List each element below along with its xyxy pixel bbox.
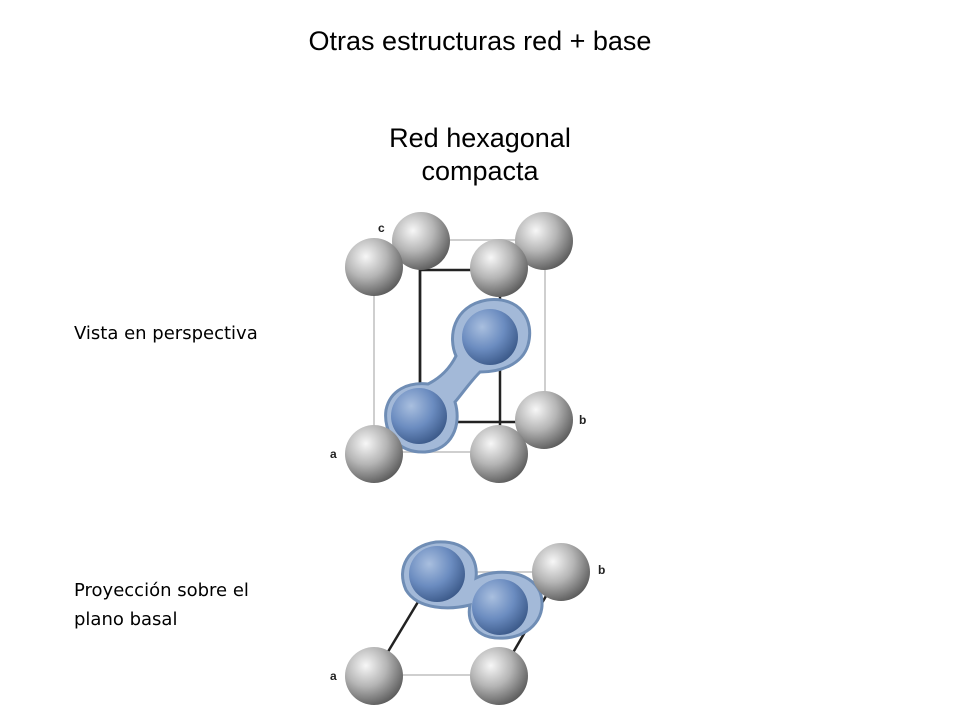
projection-label-line-2: plano basal — [74, 608, 178, 630]
basis-atom-lower — [391, 388, 447, 444]
axis-label-a: a — [330, 447, 337, 461]
projection-atom-right — [532, 543, 590, 601]
atom-top-front-right — [470, 239, 528, 297]
slide-title: Otras estructuras red + base — [308, 26, 652, 56]
axis-label-b: b — [579, 413, 586, 427]
projection-basis-atom-a — [409, 546, 465, 602]
atom-top-front-left — [345, 238, 403, 296]
atom-bottom-front-right — [470, 425, 528, 483]
basis-atom-upper — [462, 309, 518, 365]
atom-bottom-back-right — [515, 391, 573, 449]
projection-axis-label-b: b — [598, 563, 605, 577]
projection-atom-bottom-right — [470, 647, 528, 705]
structure-subtitle: Red hexagonal compacta — [330, 122, 630, 188]
projection-axis-label-a: a — [330, 669, 337, 683]
atom-top-back-left — [392, 212, 450, 270]
projection-basis-atom-b — [472, 579, 528, 635]
projection-label-line-1: Proyección sobre el — [74, 580, 249, 601]
perspective-figure: c b a — [330, 212, 586, 483]
projection-atom-bottom-left — [345, 647, 403, 705]
atom-top-back-right — [515, 212, 573, 270]
basal-projection-label: Proyección sobre el plano basal — [74, 577, 304, 635]
perspective-view-label: Vista en perspectiva — [74, 323, 258, 344]
subtitle-line-1: Red hexagonal — [389, 123, 571, 153]
projection-figure: b a — [330, 540, 605, 705]
axis-label-c: c — [378, 221, 385, 235]
atom-bottom-front-left — [345, 425, 403, 483]
subtitle-line-2: compacta — [421, 155, 539, 186]
